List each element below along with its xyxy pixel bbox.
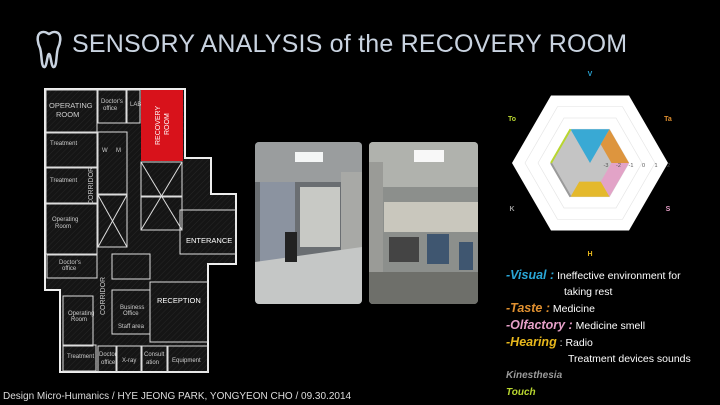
svg-text:ROOM: ROOM — [56, 110, 79, 119]
legend-text: Medicine — [550, 303, 595, 315]
recovery-room-photo-1 — [255, 142, 362, 304]
svg-text:Doctor's: Doctor's — [59, 260, 81, 266]
svg-text:CORRIDOR: CORRIDOR — [100, 277, 107, 315]
legend-item: -Olfactory : Medicine smell — [506, 317, 691, 334]
radar-axis-label: H — [587, 251, 592, 258]
svg-text:OPERATING: OPERATING — [49, 101, 93, 110]
radar-edge-To — [550, 128, 572, 164]
radar-axis-label: S — [666, 206, 671, 213]
svg-text:office: office — [101, 360, 116, 366]
radar-gridline — [537, 117, 643, 209]
svg-text:Operating: Operating — [68, 311, 94, 317]
legend-text-cont: taking rest — [564, 286, 613, 298]
legend-key: Kinesthesia — [506, 370, 563, 381]
svg-text:Room: Room — [55, 224, 71, 230]
svg-text:Room: Room — [71, 317, 87, 323]
svg-text:Treatment: Treatment — [50, 141, 77, 147]
svg-text:Doctor's: Doctor's — [101, 99, 123, 105]
svg-text:LAB: LAB — [130, 102, 141, 108]
legend-text: : Radio — [556, 337, 593, 349]
radar-tick-label: -2 — [616, 163, 621, 169]
legend-item: -Visual : Ineffective environment for — [506, 267, 691, 284]
legend-key: -Visual : — [506, 268, 555, 282]
svg-text:Business: Business — [120, 305, 144, 311]
page-title: SENSORY ANALYSIS of the RECOVERY ROOM — [72, 30, 628, 58]
svg-text:RECEPTION: RECEPTION — [157, 296, 201, 305]
svg-text:ENTERANCE: ENTERANCE — [186, 236, 232, 245]
footer-credit: Design Micro-Humanics / HYE JEONG PARK, … — [3, 391, 352, 402]
radar-edge-K — [550, 162, 572, 198]
svg-text:Treatment: Treatment — [67, 354, 94, 360]
svg-text:W: W — [102, 148, 108, 154]
svg-text:CORRIDOR: CORRIDOR — [88, 167, 95, 205]
radar-tick-label: -1 — [629, 163, 634, 169]
radar-axis-label: V — [588, 71, 593, 78]
radar-axis-label: Ta — [664, 116, 672, 123]
legend-text: Medicine smell — [572, 320, 646, 332]
sensory-legend: -Visual : Ineffective environment for tak… — [506, 267, 691, 401]
radar-axis-label: To — [508, 116, 516, 123]
recovery-room-photo-2 — [369, 142, 478, 304]
radar-axis-label: K — [510, 206, 515, 213]
legend-text-cont: Treatment devices sounds — [568, 353, 691, 365]
radar-tick-label: -3 — [604, 163, 609, 169]
svg-text:Doctor: Doctor — [99, 352, 117, 358]
radar-tick-label: 2 — [667, 163, 670, 169]
svg-text:M: M — [116, 148, 121, 154]
svg-text:Consult: Consult — [144, 352, 165, 358]
radar-gridline — [524, 106, 656, 220]
svg-text:Equipment: Equipment — [172, 358, 201, 364]
svg-text:Staff area: Staff area — [118, 324, 145, 330]
legend-key: -Taste : — [506, 301, 550, 315]
svg-text:X-ray: X-ray — [122, 358, 136, 364]
radar-tick-label: 0 — [642, 163, 645, 169]
legend-item: -Taste : Medicine — [506, 300, 691, 317]
svg-text:Treatment: Treatment — [50, 178, 77, 184]
radar-area-H — [570, 181, 610, 197]
legend-item: Kinesthesia — [506, 367, 691, 384]
svg-text:ation: ation — [146, 360, 159, 366]
tooth-icon — [36, 30, 62, 69]
svg-text:RECOVERY: RECOVERY — [155, 106, 162, 145]
radar-chart: V TaS H K To -3 -2 -1 0 1 2 — [508, 71, 672, 258]
radar-area-V — [570, 129, 610, 163]
legend-item: Touch — [506, 384, 691, 401]
radar-tick-label: 1 — [654, 163, 657, 169]
legend-key: -Olfactory : — [506, 318, 573, 332]
recovery-room-highlight[interactable] — [141, 90, 183, 161]
legend-item: -Hearing : Radio — [506, 334, 691, 351]
legend-key: -Hearing — [506, 335, 557, 349]
radar-area-S — [600, 163, 629, 197]
svg-text:office: office — [62, 266, 77, 272]
radar-area-Ta — [600, 129, 629, 163]
svg-text:Office: Office — [123, 311, 139, 317]
svg-text:office: office — [103, 106, 118, 112]
svg-text:ROOM: ROOM — [164, 113, 171, 135]
legend-text: Ineffective environment for — [554, 270, 681, 282]
legend-key: Touch — [506, 387, 536, 398]
svg-text:Operating: Operating — [52, 217, 78, 223]
